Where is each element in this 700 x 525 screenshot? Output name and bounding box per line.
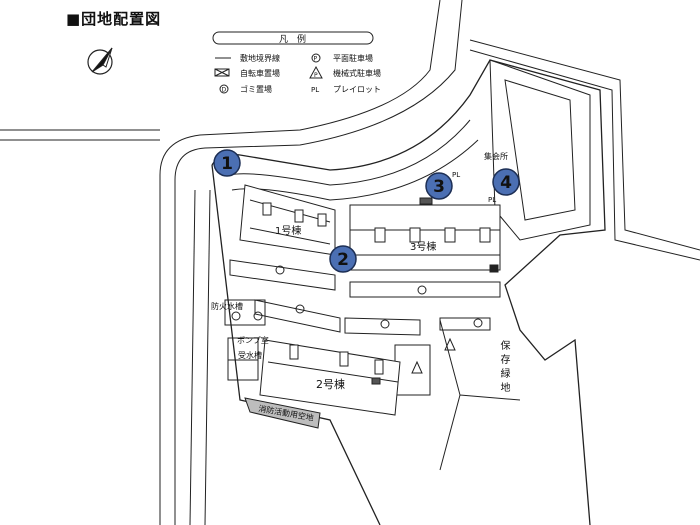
building-1-label: 1号棟 [275,224,301,237]
marker-number: 2 [337,250,349,270]
svg-text:ゴミ置場: ゴミ置場 [240,84,272,94]
legend-heading: 凡 例 [279,33,306,45]
green-area-label: 保存緑地 [498,340,509,396]
triangle-p-icon: P [309,65,323,79]
playlot-label: PL [452,171,460,179]
playlot-label-2: PL [488,196,496,204]
pump-room-label: ポンプ室 [237,335,269,345]
marker-4: 4 [492,168,520,196]
svg-text:自転車置場: 自転車置場 [240,68,280,78]
building-3-label: 3号棟 [410,240,436,253]
svg-text:プレイロット: プレイロット [333,85,381,94]
bicycle-box-icon [214,68,230,77]
marker-number: 1 [221,154,233,174]
svg-text:P: P [314,56,318,63]
fire-tank-label: 防火水槽 [211,301,243,311]
meeting-hall-label: 集会所 [484,151,508,161]
pl-text: PL [311,86,319,94]
north-arrow-icon [87,47,113,75]
building-2-label: 2号棟 [316,377,345,391]
svg-text:P: P [314,72,318,79]
svg-text:敷地境界線: 敷地境界線 [240,53,280,63]
fire-space-area [244,397,321,429]
building-2 [259,339,401,416]
legend: 凡 例 D 敷地境界線 自転車置場 ゴミ置場 P P PL 平面駐車場 機械式駐… [212,31,381,94]
marker-3: 3 [425,172,453,200]
marker-1: 1 [213,149,241,177]
water-tank-label: 受水槽 [238,350,262,360]
marker-2: 2 [329,245,357,273]
circle-p-icon: P [311,53,321,63]
svg-text:平面駐車場: 平面駐車場 [333,53,373,63]
circle-d-icon: D [219,84,229,94]
marker-number: 3 [433,177,445,197]
svg-text:機械式駐車場: 機械式駐車場 [333,68,381,78]
page-title: ■団地配置図 [66,10,162,28]
marker-number: 4 [500,173,512,193]
svg-text:D: D [222,87,227,94]
building-1 [239,184,336,256]
building-3 [349,197,501,273]
